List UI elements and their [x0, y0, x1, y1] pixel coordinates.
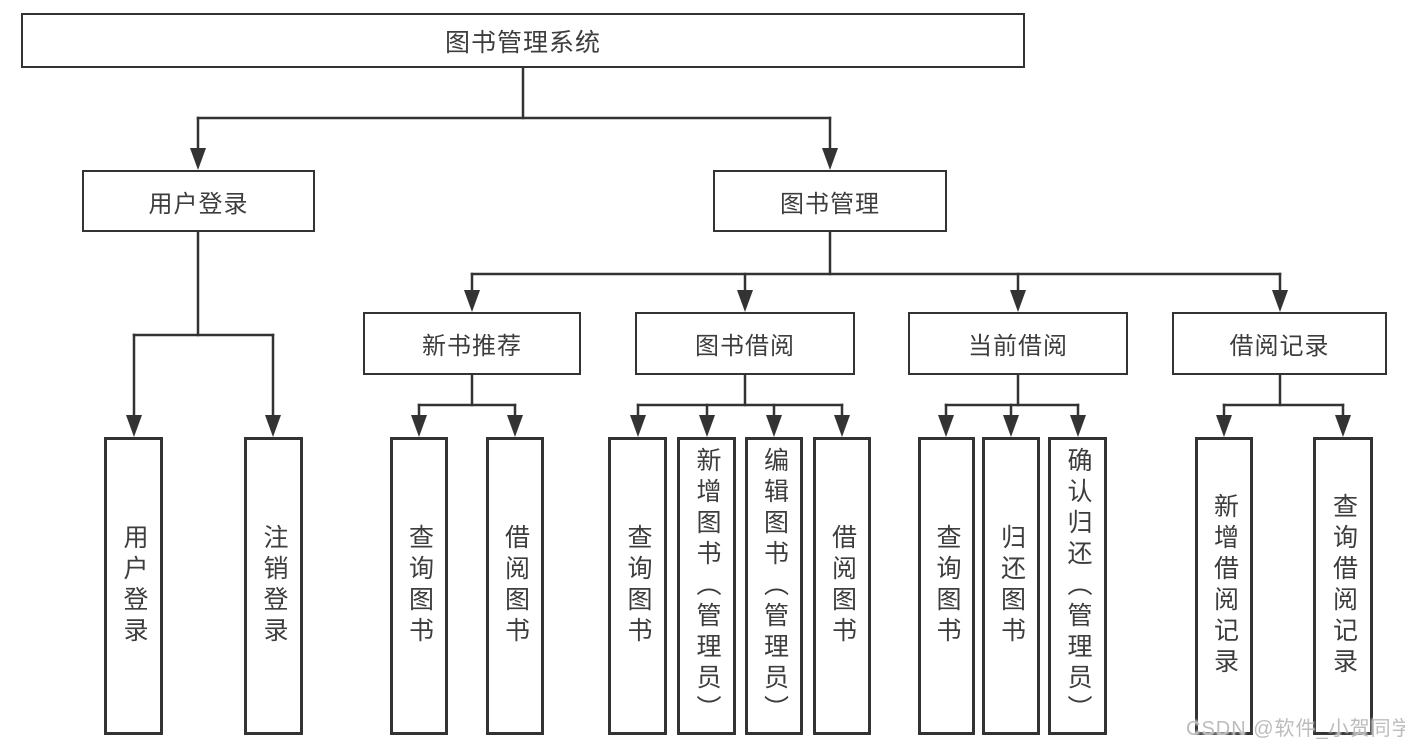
leaf-query-books-recommend: 查询图书: [390, 437, 448, 735]
leaf-label: 查询图书: [933, 524, 961, 648]
leaf-return-books: 归还图书: [982, 437, 1040, 735]
node-label: 当前借阅: [968, 333, 1068, 360]
node-label: 借阅记录: [1229, 333, 1330, 360]
leaf-query-borrow-record: 查询借阅记录: [1313, 437, 1373, 735]
leaf-label: 查询借阅记录: [1329, 493, 1358, 679]
node-label: 图书借阅: [695, 333, 795, 360]
watermark: CSDN @软件_小贺同学: [1186, 718, 1405, 740]
leaf-label: 用户登录: [120, 524, 148, 648]
leaf-query-books-current: 查询图书: [918, 437, 975, 735]
leaf-label: 借阅图书: [501, 524, 530, 648]
leaf-edit-book-admin: 编辑图书（管理员）: [745, 437, 803, 735]
node-book-management: 图书管理: [713, 170, 947, 232]
leaf-label: 新增图书（管理员）: [693, 446, 721, 726]
node-label: 新书推荐: [422, 333, 522, 360]
node-library-management-system: 图书管理系统: [21, 13, 1025, 68]
node-current-borrowing: 当前借阅: [908, 312, 1128, 375]
leaf-label: 编辑图书（管理员）: [760, 446, 789, 726]
node-new-book-recommendation: 新书推荐: [363, 312, 581, 375]
leaf-confirm-return-admin: 确认归还（管理员）: [1048, 437, 1107, 735]
leaf-user-login: 用户登录: [104, 437, 163, 735]
leaf-borrow-books: 借阅图书: [813, 437, 871, 735]
leaf-label: 查询图书: [405, 524, 434, 648]
leaf-logout: 注销登录: [244, 437, 303, 735]
node-book-borrowing: 图书借阅: [635, 312, 855, 375]
node-borrowing-records: 借阅记录: [1172, 312, 1387, 375]
node-label: 用户登录: [148, 190, 249, 218]
leaf-label: 注销登录: [260, 524, 288, 648]
node-label: 图书管理系统: [444, 28, 601, 57]
leaf-query-books-borrow: 查询图书: [608, 437, 667, 735]
leaf-label: 查询图书: [624, 524, 652, 648]
leaf-add-borrow-record: 新增借阅记录: [1195, 437, 1253, 735]
leaf-borrow-books-recommend: 借阅图书: [486, 437, 544, 735]
leaf-label: 借阅图书: [828, 524, 857, 648]
leaf-label: 新增借阅记录: [1210, 493, 1239, 679]
node-label: 图书管理: [780, 190, 880, 218]
node-user-login: 用户登录: [82, 170, 315, 232]
leaf-add-book-admin: 新增图书（管理员）: [677, 437, 736, 735]
leaf-label: 归还图书: [997, 524, 1026, 648]
leaf-label: 确认归还（管理员）: [1064, 446, 1092, 726]
